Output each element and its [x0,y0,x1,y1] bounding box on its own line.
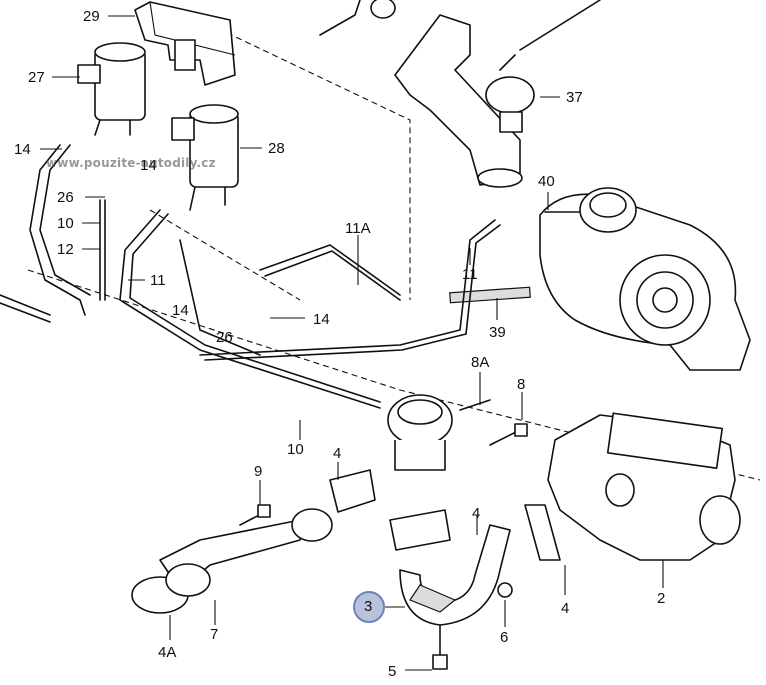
callout-26-left: 26 [57,189,74,206]
leader-lines [40,15,664,671]
watermark: www.pouzite-autodily.cz [46,156,216,170]
callout-11-left: 11 [150,272,166,289]
callout-3: 3 [364,598,373,615]
callout-11-right: 11 [462,266,478,283]
callout-4-mid: 4 [472,505,481,522]
intake-pipe [319,0,601,188]
bolts [239,423,528,670]
solenoid-valve-28 [171,104,239,211]
callout-4-right: 4 [561,600,570,617]
vacuum-unit-37 [485,54,535,133]
callout-2: 2 [657,590,666,607]
callout-4A: 4A [158,644,177,661]
exhaust-pipe-3 [399,524,511,626]
vacuum-hoses [0,144,501,409]
cover-29 [134,1,236,86]
highlight-circle [353,591,385,623]
turbocharger [539,187,751,371]
callout-28: 28 [268,140,285,157]
callout-11A: 11A [345,220,371,237]
callout-4-top: 4 [333,445,342,462]
exhaust-manifold-2 [547,412,741,561]
callout-14-right: 14 [313,311,330,328]
gaskets-4 [329,469,561,561]
callout-8: 8 [517,376,526,393]
callout-14-top: 14 [140,157,157,174]
solenoid-valve-27 [77,42,146,136]
callout-12: 12 [57,241,74,258]
callout-40: 40 [538,173,555,190]
callout-6: 6 [500,629,509,646]
engine-outline [27,19,761,481]
callout-8A: 8A [471,354,490,371]
callout-5: 5 [388,663,397,680]
exhaust-pipe-7 [131,508,333,614]
callout-10-bottom: 10 [287,441,304,458]
callout-29: 29 [83,8,100,25]
callout-26-bottom: 26 [216,329,233,346]
egr-valve [387,394,491,471]
callout-37: 37 [566,89,583,106]
callout-27: 27 [28,69,45,86]
callout-14-left: 14 [14,141,31,158]
callout-39: 39 [489,324,506,341]
callout-9: 9 [254,463,263,480]
callout-14-mid: 14 [172,302,189,319]
callout-10-left: 10 [57,215,74,232]
heat-shield-39 [449,286,531,304]
callout-7: 7 [210,626,219,643]
